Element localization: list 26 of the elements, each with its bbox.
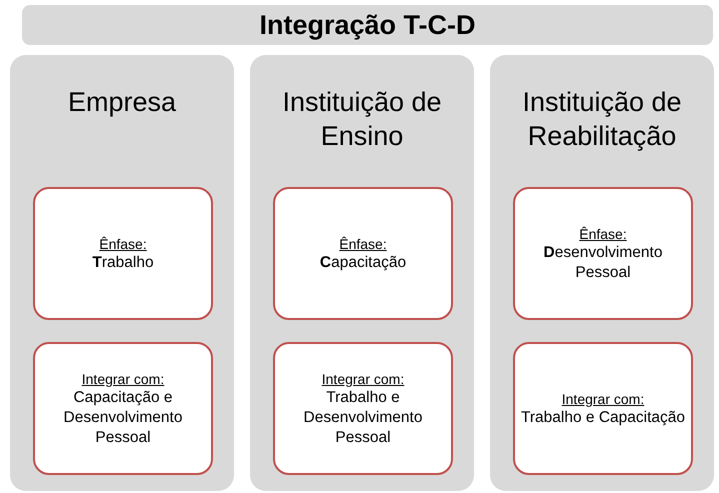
card-heading: Integrar com: [562,390,644,408]
info-card [273,342,453,475]
title-band [22,5,713,45]
column-heading: Instituição de Ensino [281,86,443,153]
column-panel [250,55,474,491]
card-text: Capacitação e Desenvolvimento Pessoal [62,388,184,448]
column-heading: Empresa [68,86,176,119]
card-text: Desenvolvimento Pessoal [542,242,664,282]
info-card [33,187,213,320]
card-text: Trabalho e Desenvolvimento Pessoal [302,388,424,448]
card-text: Capacitação [320,252,406,272]
card-text: Trabalho e Capacitação [521,408,685,428]
card-text: Trabalho [92,252,154,272]
card-heading: Ênfase: [579,224,627,242]
card-heading: Ênfase: [339,234,387,252]
info-card [513,342,693,475]
card-heading: Integrar com: [322,370,404,388]
info-card [33,342,213,475]
column-heading: Instituição de Reabilitação [521,86,683,153]
column-panel [490,55,714,491]
title-text: Integração T-C-D [259,8,476,42]
info-card [513,187,693,320]
column-panel [10,55,234,491]
card-heading: Ênfase: [99,234,147,252]
card-heading: Integrar com: [82,370,164,388]
info-card [273,187,453,320]
